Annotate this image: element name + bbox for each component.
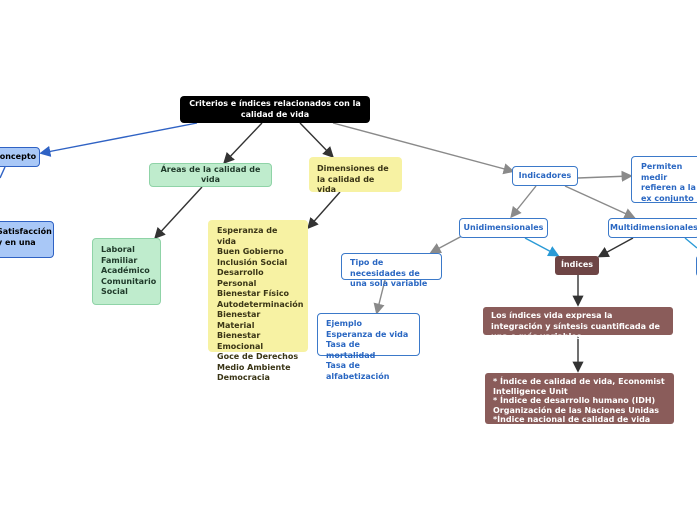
link-root-dimensiones bbox=[299, 122, 334, 159]
link-indicadores-uni bbox=[510, 185, 537, 219]
dimension-item: Bienestar Emocional bbox=[217, 331, 264, 351]
dimension-item: Bienestar Físico bbox=[217, 289, 290, 298]
dimension-item: Democracia bbox=[217, 373, 270, 382]
permiten-node[interactable]: Permiten medir refieren a la ex conjunto… bbox=[631, 156, 697, 203]
dimensiones-text: Dimensiones de la calidad de vida bbox=[317, 164, 389, 194]
areas-node[interactable]: Áreas de la calidad de vida bbox=[149, 163, 272, 187]
link-areas-list bbox=[154, 186, 203, 240]
concepto-node[interactable]: Concepto bbox=[0, 147, 40, 167]
root-node[interactable]: Criterios e índices relacionados con la … bbox=[180, 96, 370, 123]
dimension-item: Esperanza de vida bbox=[217, 226, 278, 246]
link-multi-right bbox=[684, 237, 697, 249]
areas-item: Académico bbox=[101, 266, 150, 275]
permiten-text: Permiten medir refieren a la ex conjunto… bbox=[641, 162, 696, 203]
dimension-item: Buen Gobierno bbox=[217, 247, 284, 256]
ejemplo-item: Tasa de mortalidad bbox=[326, 340, 376, 360]
indices-item: * Índice de calidad de vida, Economist I… bbox=[493, 377, 665, 396]
areas-item: Familiar bbox=[101, 255, 138, 265]
link-multi-indices bbox=[597, 237, 634, 258]
ejemplo-node[interactable]: Ejemplo Esperanza de vida Tasa de mortal… bbox=[317, 313, 420, 381]
dimension-item: Goce de Derechos bbox=[217, 352, 299, 361]
tipo-necesidades-text: Tipo de necesidades de una sola variable bbox=[350, 258, 428, 288]
link-indicadores-multi bbox=[564, 185, 636, 219]
tipo-necesidades-node[interactable]: Tipo de necesidades de una sola variable bbox=[341, 253, 442, 288]
indices-desc-node[interactable]: Los índices vida expresa la integración … bbox=[483, 307, 673, 341]
link-uni-tipo bbox=[429, 235, 463, 254]
link-tipo-ejemplo bbox=[373, 279, 386, 315]
multidimensionales-node[interactable]: Multidimensionales bbox=[608, 218, 697, 238]
indices-node[interactable]: Índices bbox=[555, 256, 599, 275]
dimensiones-node[interactable]: Dimensiones de la calidad de vida bbox=[309, 157, 402, 194]
dimension-item: Inclusión Social bbox=[217, 257, 288, 267]
areas-item: Comunitario bbox=[101, 276, 157, 286]
link-concepto-satisfaccion bbox=[0, 166, 6, 179]
indices-item: *Índice nacional de calidad de vida bbox=[493, 415, 651, 424]
areas-item: Social bbox=[101, 287, 128, 296]
dimension-item: Medio Ambiente bbox=[217, 362, 291, 372]
ejemplo-item: Esperanza de vida bbox=[326, 329, 409, 339]
link-uni-indices bbox=[524, 237, 560, 257]
areas-item: Laboral bbox=[101, 245, 135, 254]
satisfaccion-node[interactable]: Satisfacción y en una bbox=[0, 221, 54, 258]
link-indicadores-permiten bbox=[577, 170, 633, 182]
indices-list-node[interactable]: * Índice de calidad de vida, Economist I… bbox=[485, 373, 674, 424]
link-root-indicadores bbox=[332, 122, 515, 175]
dimension-item: Autodeterminación bbox=[217, 299, 304, 309]
link-dimensiones-list bbox=[307, 191, 341, 230]
satisfaccion-text: Satisfacción y en una bbox=[0, 227, 52, 247]
dimensiones-list-node[interactable]: Esperanza de vida Buen Gobierno Inclusió… bbox=[208, 220, 308, 382]
link-root-areas bbox=[223, 122, 263, 165]
unidimensionales-node[interactable]: Unidimensionales bbox=[459, 218, 548, 238]
indices-desc-text: Los índices vida expresa la integración … bbox=[491, 311, 660, 341]
indices-item: * Índice de desarrollo humano (IDH) Orga… bbox=[493, 396, 660, 415]
link-root-concepto bbox=[39, 122, 198, 157]
indicadores-node[interactable]: Indicadores bbox=[512, 166, 578, 186]
dimension-item: Bienestar Material bbox=[217, 310, 261, 330]
ejemplo-item: Tasa de alfabetización bbox=[326, 361, 390, 381]
ejemplo-item: Ejemplo bbox=[326, 319, 362, 328]
dimension-item: Desarrollo Personal bbox=[217, 268, 264, 288]
areas-list-node[interactable]: Laboral Familiar Académico Comunitario S… bbox=[92, 238, 161, 305]
